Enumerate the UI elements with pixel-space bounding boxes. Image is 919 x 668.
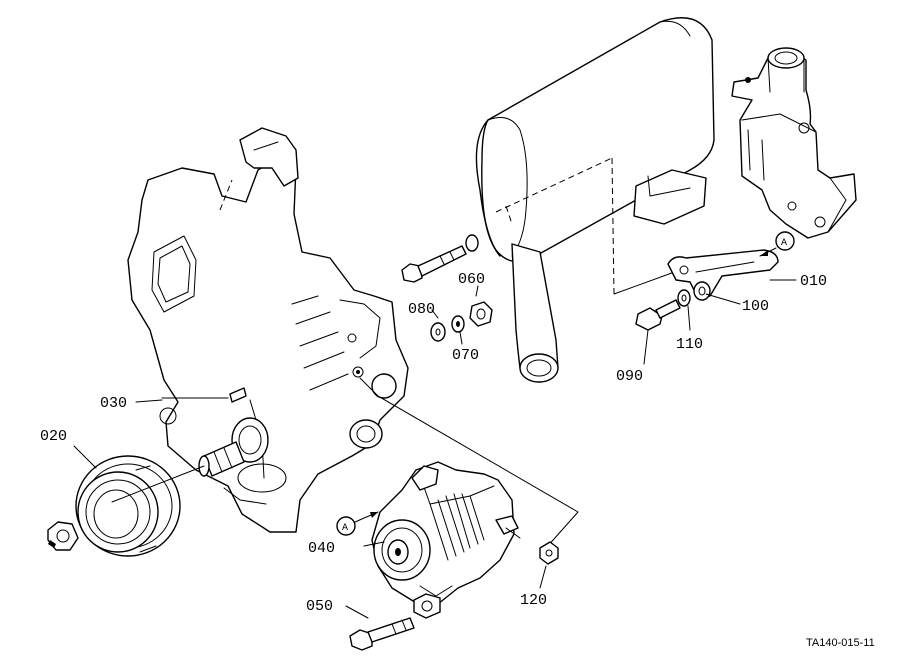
drawing-code: TA140-015-11 [806, 637, 875, 649]
callout-080: 080 [408, 301, 435, 318]
long-bolt [401, 234, 479, 283]
callout-090: 090 [616, 368, 643, 385]
washer-100 [693, 281, 711, 301]
nut-120 [539, 541, 559, 565]
ref-a-upper-text: A [781, 238, 787, 249]
muffler [475, 17, 715, 383]
callout-070: 070 [452, 347, 479, 364]
bolt-050 [349, 617, 415, 651]
washer-080 [430, 322, 446, 342]
callout-010: 010 [800, 273, 827, 290]
pulley-nut [47, 521, 79, 551]
ref-a-lower-text: A [342, 523, 348, 534]
callout-040: 040 [308, 540, 335, 557]
nut-060 [469, 301, 493, 327]
pulley-020 [75, 455, 205, 557]
callout-100: 100 [742, 298, 769, 315]
callout-050: 050 [306, 598, 333, 615]
lock-washer-070 [451, 315, 465, 333]
callout-020: 020 [40, 428, 67, 445]
ref-a-upper: A [759, 231, 795, 257]
bolt-090 [635, 299, 681, 331]
callout-030: 030 [100, 395, 127, 412]
callout-060: 060 [458, 271, 485, 288]
washer-110 [677, 289, 691, 307]
ref-a-lower: A [336, 511, 379, 536]
callout-110: 110 [676, 336, 703, 353]
key-030 [161, 387, 247, 403]
exhaust-manifold [731, 47, 857, 239]
callout-leaders [73, 279, 797, 619]
callout-120: 120 [520, 592, 547, 609]
alternator-040 [371, 461, 521, 619]
gear-case [127, 127, 409, 533]
